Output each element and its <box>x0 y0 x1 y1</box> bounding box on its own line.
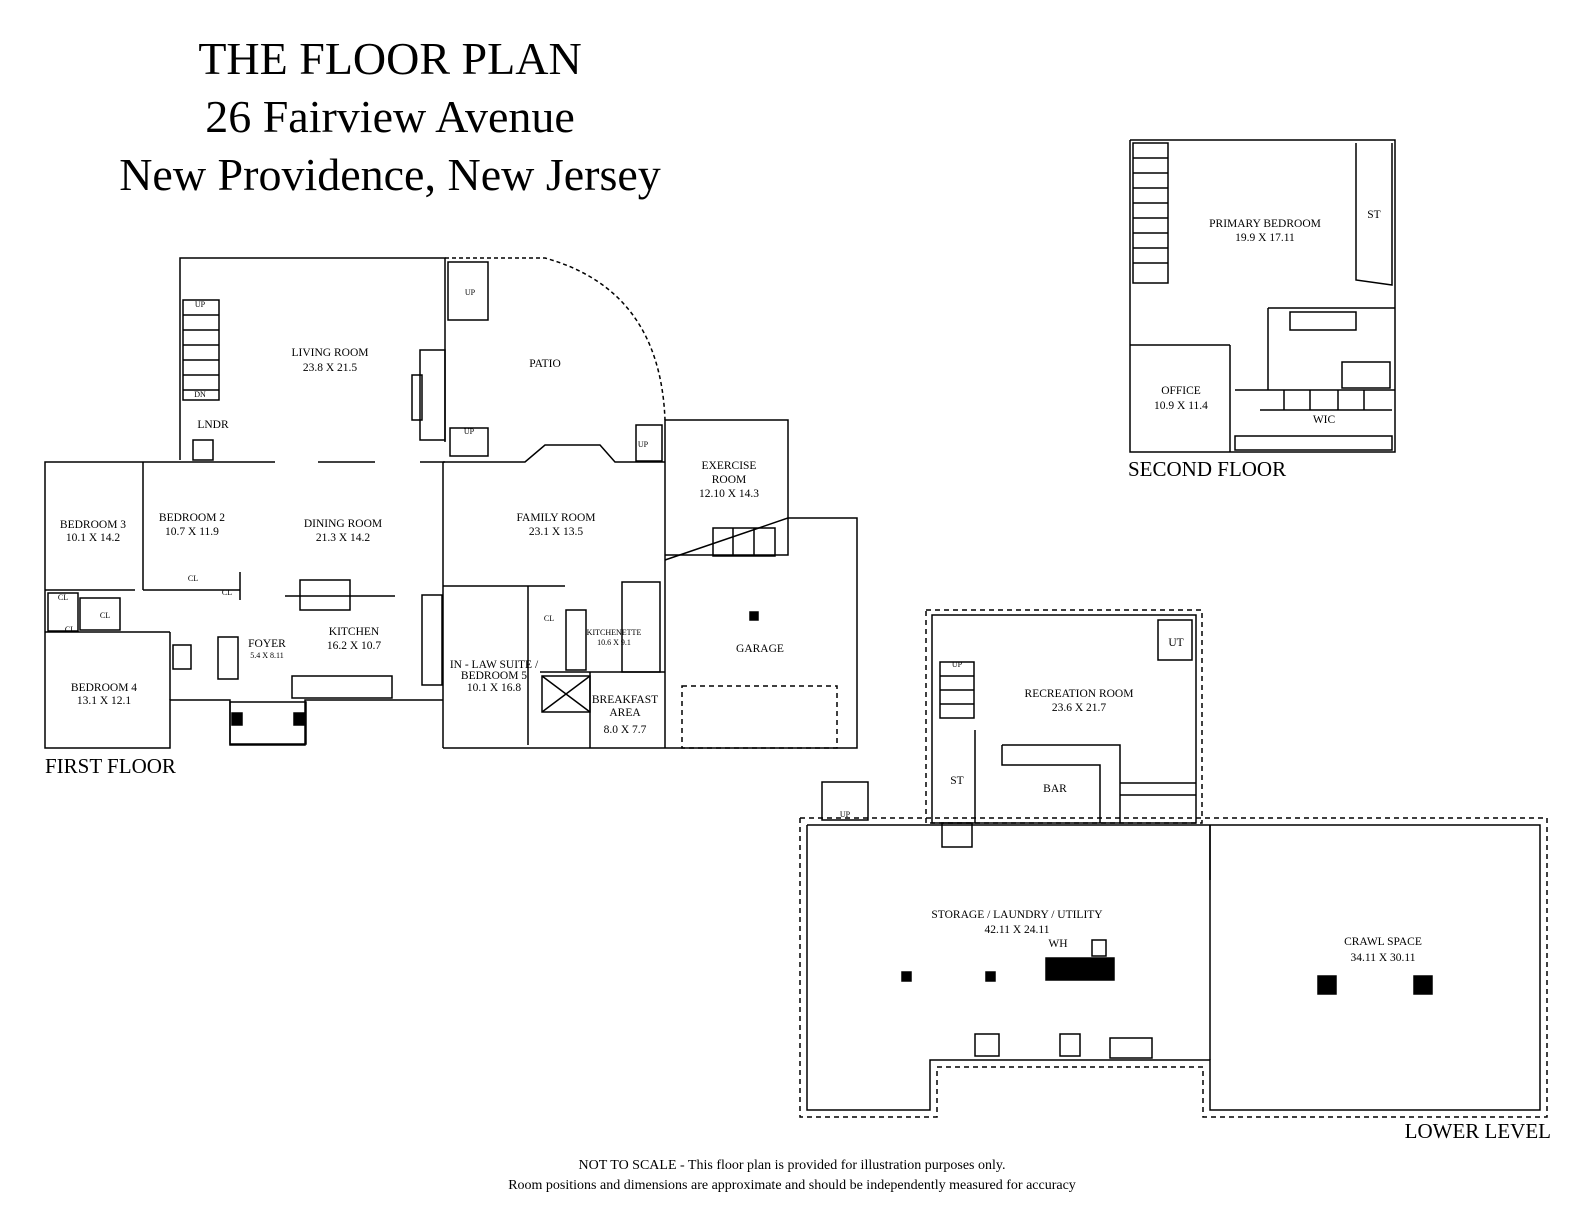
kitchenette-name: KITCHENETTE <box>587 628 642 637</box>
bar-name: BAR <box>1043 783 1067 795</box>
office-name: OFFICE <box>1161 385 1201 397</box>
second-floor-label: SECOND FLOOR <box>1128 457 1286 481</box>
exercise-room-name1: EXERCISE <box>702 460 757 472</box>
closet-label-3: CL <box>100 611 110 620</box>
inlaw-suite-name1: IN - LAW SUITE / <box>450 659 539 671</box>
inlaw-suite-name2: BEDROOM 5 <box>461 670 527 682</box>
plan-address: 26 Fairview Avenue <box>205 91 575 142</box>
up-label-1: UP <box>464 427 475 436</box>
kitchen-size: 16.2 X 10.7 <box>327 640 382 652</box>
storage-laundry-name: STORAGE / LAUNDRY / UTILITY <box>931 909 1103 921</box>
recreation-room-name: RECREATION ROOM <box>1025 688 1134 700</box>
foyer-name: FOYER <box>248 638 286 650</box>
bedroom4-name: BEDROOM 4 <box>71 682 137 694</box>
kitchen-name: KITCHEN <box>329 626 380 638</box>
plan-city: New Providence, New Jersey <box>119 149 661 200</box>
lower-storage-closet-name: ST <box>950 775 963 787</box>
exercise-room-name2: ROOM <box>712 474 747 486</box>
up-label-3: UP <box>465 288 476 297</box>
up-label-4: UP <box>195 300 206 309</box>
patio-name: PATIO <box>529 358 561 370</box>
plan-title: THE FLOOR PLAN <box>198 33 582 84</box>
closet-label-1: CL <box>188 574 198 583</box>
office-size: 10.9 X 11.4 <box>1154 400 1208 412</box>
bedroom4-size: 13.1 X 12.1 <box>77 695 132 707</box>
bedroom3-size: 10.1 X 14.2 <box>66 532 121 544</box>
primary-bedroom-name: PRIMARY BEDROOM <box>1209 218 1321 230</box>
closet-label-2: CL <box>222 588 232 597</box>
up-label-6: UP <box>840 810 851 819</box>
living-room-size: 23.8 X 21.5 <box>303 362 358 374</box>
crawl-space-size: 34.11 X 30.11 <box>1351 952 1416 964</box>
family-room-size: 23.1 X 13.5 <box>529 526 584 538</box>
bedroom3-name: BEDROOM 3 <box>60 519 126 531</box>
foyer-size: 5.4 X 8.11 <box>250 651 283 660</box>
closet-label-6: CL <box>544 614 554 623</box>
disclaimer-line-2: Room positions and dimensions are approx… <box>508 1178 1076 1193</box>
storage-laundry-size: 42.11 X 24.11 <box>985 924 1050 936</box>
inlaw-suite-size: 10.1 X 16.8 <box>467 682 522 694</box>
second-floor-walls <box>1129 139 1396 453</box>
closet-label-5: CL <box>65 625 75 634</box>
lndr-name: LNDR <box>197 419 229 431</box>
disclaimer-line-1: NOT TO SCALE - This floor plan is provid… <box>578 1158 1006 1173</box>
up-label-2: UP <box>638 440 649 449</box>
exercise-room-size: 12.10 X 14.3 <box>699 488 759 500</box>
crawl-space-name: CRAWL SPACE <box>1344 936 1422 948</box>
bedroom2-size: 10.7 X 11.9 <box>165 526 219 538</box>
closet-label-4: CL <box>58 593 68 602</box>
dn-label-1: DN <box>194 390 206 399</box>
breakfast-area-size: 8.0 X 7.7 <box>604 724 647 736</box>
bedroom2-name: BEDROOM 2 <box>159 512 225 524</box>
kitchenette-size: 10.6 X 9.1 <box>597 638 631 647</box>
dining-room-size: 21.3 X 14.2 <box>316 532 371 544</box>
garage-name: GARAGE <box>736 643 784 655</box>
family-room-name: FAMILY ROOM <box>516 512 595 524</box>
first-floor-walls <box>44 257 858 749</box>
living-room-name: LIVING ROOM <box>292 347 369 359</box>
breakfast-area-name2: AREA <box>609 707 641 719</box>
dining-room-name: DINING ROOM <box>304 518 382 530</box>
up-label-5: UP <box>952 660 963 669</box>
utility-closet-name: UT <box>1168 637 1183 649</box>
recreation-room-size: 23.6 X 21.7 <box>1052 702 1107 714</box>
storage-closet-name: ST <box>1367 209 1380 221</box>
water-heater-label: WH <box>1048 938 1067 950</box>
lower-level-label: LOWER LEVEL <box>1405 1119 1551 1143</box>
wic-name: WIC <box>1313 414 1336 426</box>
lower-level-walls <box>799 609 1548 1118</box>
primary-bedroom-size: 19.9 X 17.11 <box>1235 232 1295 244</box>
first-floor-label: FIRST FLOOR <box>45 754 176 778</box>
breakfast-area-name1: BREAKFAST <box>592 694 658 706</box>
